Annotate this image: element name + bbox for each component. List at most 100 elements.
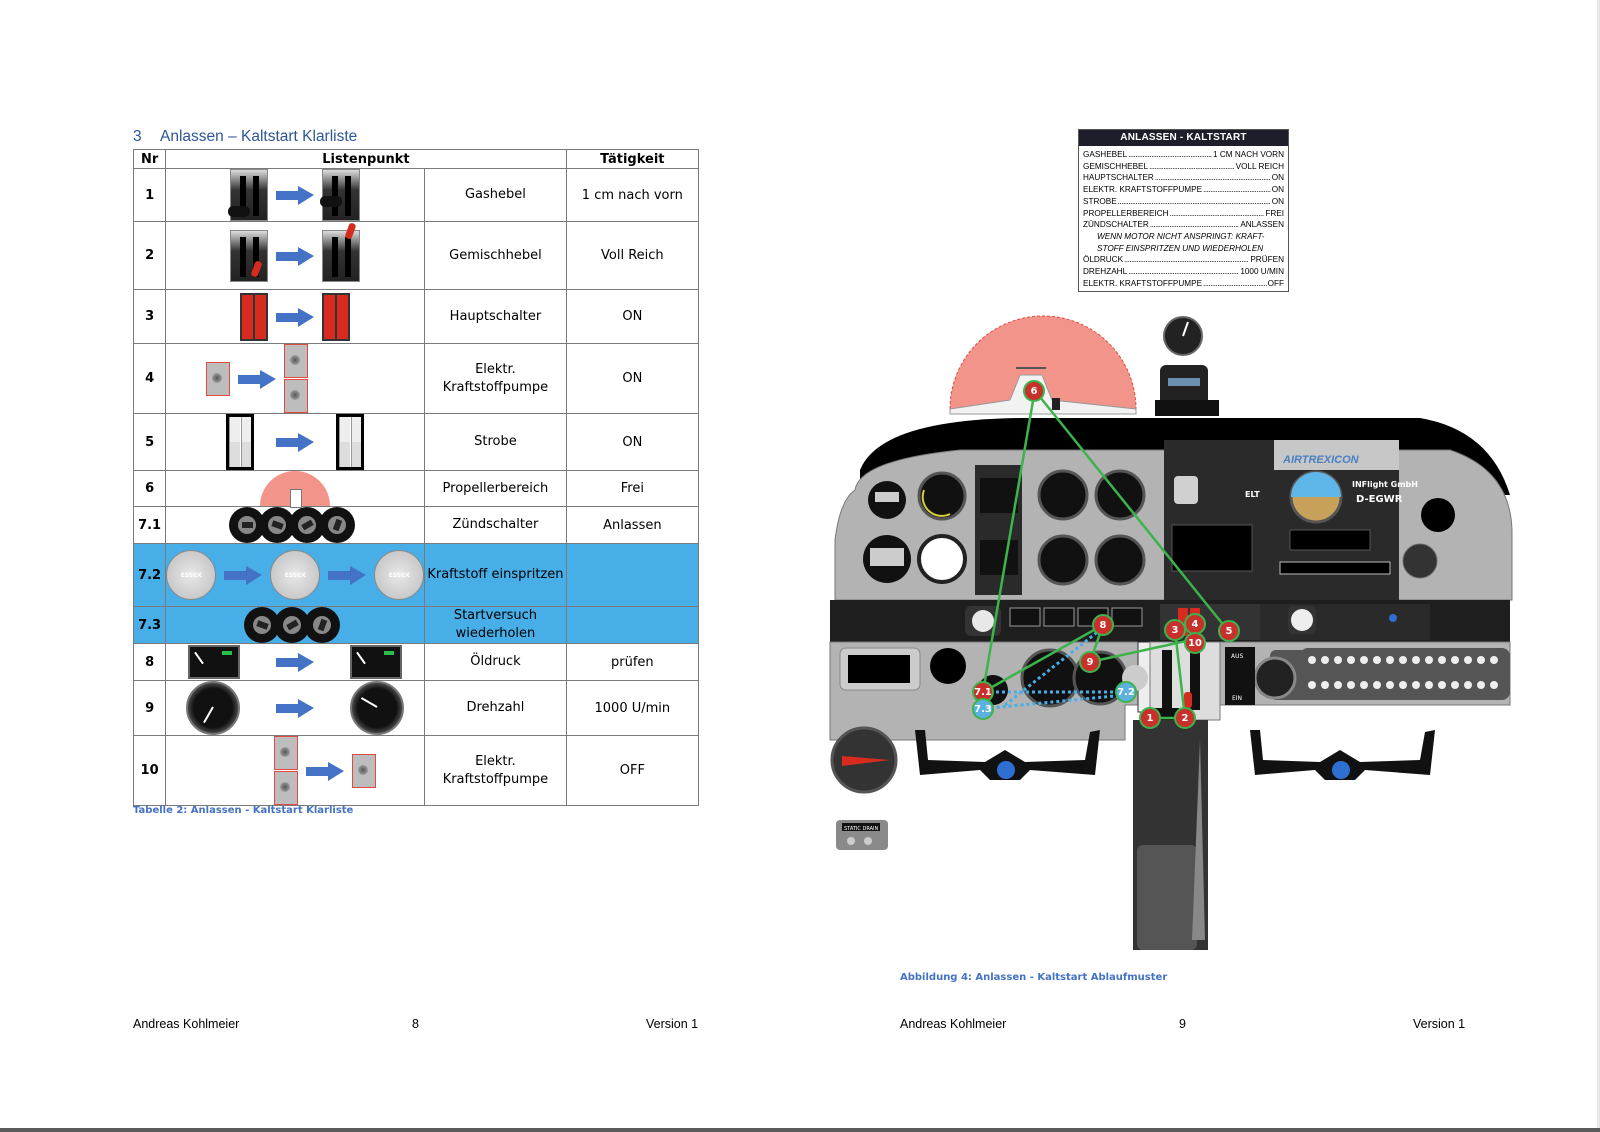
table-row: 8 Öldruck prüfen: [132, 643, 700, 681]
avionics-stack: [1164, 440, 1274, 600]
section-number: 3: [133, 128, 142, 145]
table-row: 6 Propellerbereich Frei: [132, 470, 700, 508]
footer-version-right: Version 1: [1413, 1017, 1466, 1031]
checklist-card-row: ELEKTR. KRAFTSTOFFPUMPEON: [1083, 184, 1284, 196]
row-item: Elektr. Kraftstoffpumpe: [424, 343, 567, 414]
checklist-card-row: STROBEON: [1083, 196, 1284, 208]
registration-label: D-EGWR: [1356, 494, 1403, 505]
row-action: Frei: [565, 470, 700, 507]
yoke-logo-right: [1332, 761, 1350, 779]
checklist-card-title: ANLASSEN - KALTSTART: [1079, 130, 1288, 146]
figure-caption: Abbildung 4: Anlassen - Kaltstart Ablauf…: [900, 972, 1168, 983]
checklist-card-row: GEMISCHHEBELVOLL REICH: [1083, 161, 1284, 173]
step-badge-7-3: 7.3: [972, 698, 994, 720]
master-switch-icon: [165, 289, 426, 344]
step-badge-3: 3: [1164, 619, 1186, 641]
row-item: Kraftstoff einspritzen: [424, 543, 567, 607]
arrow-icon: [224, 566, 263, 585]
operator-label: INFlight GmbH: [1352, 480, 1418, 489]
header-listenpunkt: Listenpunkt: [165, 149, 567, 169]
row-item: Strobe: [424, 413, 567, 471]
row-nr: 4: [132, 343, 167, 414]
arrow-icon: [276, 186, 315, 205]
row-action: 1 cm nach vorn: [565, 168, 700, 222]
compass-window: [1174, 476, 1198, 504]
checklist-card: ANLASSEN - KALTSTART GASHEBEL1 CM NACH V…: [1078, 129, 1289, 293]
checklist-card-row: ELEKTR. KRAFTSTOFFPUMPEOFF: [1083, 278, 1284, 290]
row-action: Voll Reich: [565, 221, 700, 290]
ignition-switch-icon: [165, 606, 426, 644]
propeller-area-shape: [949, 315, 1137, 410]
viewer-bottom-bar: [0, 1128, 1600, 1132]
oil-pressure-gauge-icon: [165, 643, 426, 681]
step-badge-9: 9: [1079, 651, 1101, 673]
table-caption: Tabelle 2: Anlassen - Kaltstart Klarlist…: [133, 805, 354, 816]
row-nr: 8: [132, 643, 167, 681]
row-item: Drehzahl: [424, 680, 567, 736]
row-nr: 3: [132, 289, 167, 344]
step-badge-4: 4: [1184, 613, 1206, 635]
vertical-speed-icon: [1037, 534, 1089, 586]
row-nr: 9: [132, 680, 167, 736]
footer-page-right: 9: [1179, 1017, 1186, 1031]
table-row-highlighted: 7.3 Startversuch wiederholen: [132, 606, 700, 644]
arrow-icon: [276, 246, 315, 266]
row-nr: 7.2: [132, 543, 167, 607]
throttle-lever-icon: [165, 168, 426, 222]
repeat-path-lines: [989, 628, 1126, 710]
row-nr: 7.1: [132, 506, 167, 544]
row-action: 1000 U/min: [565, 680, 700, 736]
airspeed-indicator-icon: [917, 471, 967, 521]
table-row: 2 Gemischhebel Voll Reich: [132, 221, 700, 290]
row-nr: 6: [132, 470, 167, 507]
step-badge-5: 5: [1218, 620, 1240, 642]
row-action: [565, 606, 700, 644]
table-row: 4 Elektr. Kraftstoffpumpe ON: [132, 343, 700, 414]
fuel-pump-switch-icon: [165, 735, 426, 806]
step-badge-8: 8: [1092, 614, 1114, 636]
table-row: 1 Gashebel 1 cm nach vorn: [132, 168, 700, 222]
trim-console: [1137, 845, 1197, 950]
table-row: 7.1 Zündschalter Anlassen: [132, 506, 700, 544]
row-action: Anlassen: [565, 506, 700, 544]
mixture-knob: [1184, 692, 1192, 708]
table-row: 3 Hauptschalter ON: [132, 289, 700, 344]
header-nr: Nr: [132, 149, 167, 169]
fuel-aus-label: AUS: [1231, 653, 1243, 660]
row-nr: 5: [132, 413, 167, 471]
checklist-card-note: WENN MOTOR NICHT ANSPRINGT: KRAFT-: [1097, 231, 1265, 241]
checklist-card-row: PROPELLERBEREICHFREI: [1083, 208, 1284, 220]
row-nr: 2: [132, 221, 167, 290]
page-edge: [1597, 0, 1600, 1128]
cockpit-panel-illustration: AIRTREXICON INFlight GmbH D-EGWR ELT: [820, 300, 1540, 980]
row-item: Propellerbereich: [424, 470, 567, 507]
row-item: Elektr. Kraftstoffpumpe: [424, 735, 567, 806]
table-header-row: Nr Listenpunkt Tätigkeit: [132, 149, 700, 169]
step-badge-10: 10: [1184, 632, 1206, 654]
fuel-selector-panel: [1225, 647, 1255, 705]
cockpit-svg: AIRTREXICON INFlight GmbH D-EGWR ELT: [829, 315, 1513, 950]
brand-logo: AIRTREXICON: [1282, 454, 1360, 466]
table-row: 5 Strobe ON: [132, 413, 700, 471]
yoke-right-icon: [1250, 730, 1435, 780]
circuit-breakers: [1308, 656, 1498, 689]
footer-author-left: Andreas Kohlmeier: [133, 1017, 240, 1031]
checklist-card-note: STOFF EINSPRITZEN UND WIEDERHOLEN: [1097, 243, 1264, 253]
static-drain-label: STATIC DRAIN: [844, 826, 878, 832]
table-row: 10 Elektr. Kraftstoffpumpe OFF: [132, 735, 700, 806]
arrow-icon: [276, 699, 315, 718]
yoke-left-icon: [915, 730, 1100, 780]
yoke-logo-left: [997, 761, 1015, 779]
step-badge-1: 1: [1139, 707, 1161, 729]
checklist-card-row: GASHEBEL1 CM NACH VORN: [1083, 149, 1284, 161]
row-action: prüfen: [565, 643, 700, 681]
checklist-card-row: ÖLDRUCKPRÜFEN: [1083, 254, 1284, 266]
fan-switch-icon: [1389, 614, 1397, 622]
row-item: Hauptschalter: [424, 289, 567, 344]
table-row: 9 Drehzahl 1000 U/min: [132, 680, 700, 736]
checklist-card-row: HAUPTSCHALTERON: [1083, 172, 1284, 184]
step-badge-2: 2: [1174, 707, 1196, 729]
